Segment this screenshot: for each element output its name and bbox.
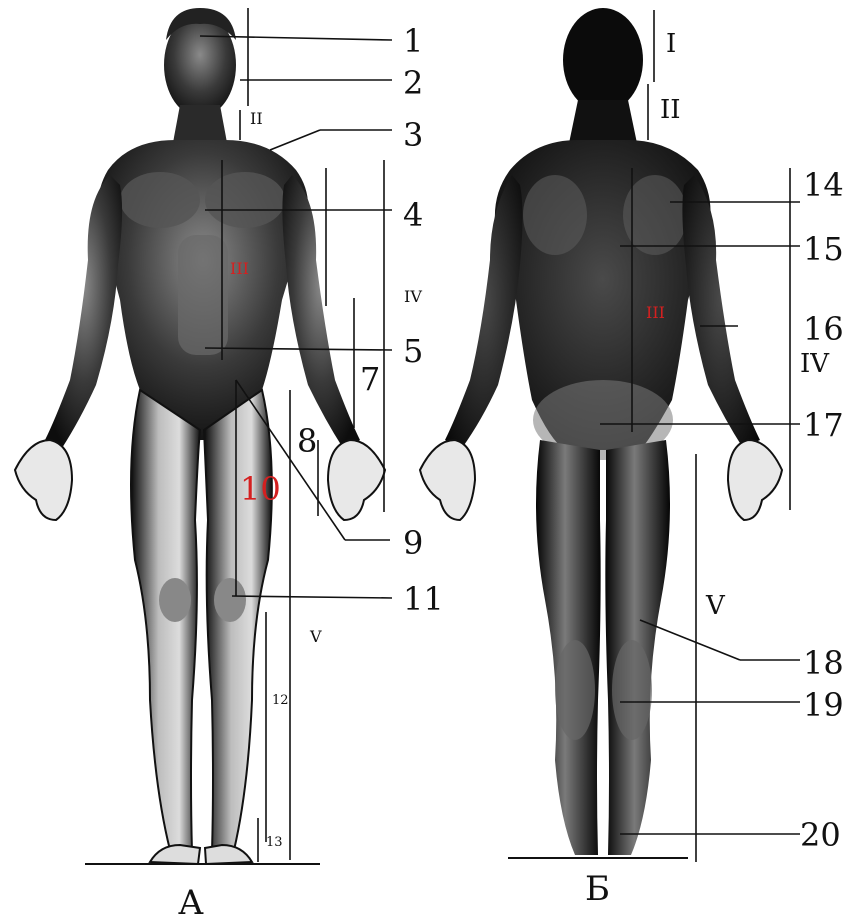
label-9: 9 xyxy=(403,524,423,562)
label-11: 11 xyxy=(403,580,444,618)
label-20: 20 xyxy=(800,816,841,854)
label-front-III: III xyxy=(230,259,249,278)
label-back-I: I xyxy=(666,29,676,59)
label-17: 17 xyxy=(803,406,844,444)
label-19: 19 xyxy=(803,686,844,724)
label-14: 14 xyxy=(803,166,844,204)
label-13: 13 xyxy=(266,835,283,850)
front-left-knee xyxy=(159,578,191,622)
label-2: 2 xyxy=(403,64,423,102)
front-right-knee xyxy=(214,578,246,622)
back-scapula-left xyxy=(523,175,587,255)
label-3: 3 xyxy=(403,116,423,154)
front-figure xyxy=(15,8,385,864)
view-label-back: Б xyxy=(585,869,610,909)
label-5: 5 xyxy=(403,332,423,370)
view-label-front: А xyxy=(178,883,204,923)
front-right-leg xyxy=(204,390,272,852)
back-right-calf xyxy=(612,640,652,740)
label-front-IV: IV xyxy=(404,287,422,306)
label-18: 18 xyxy=(803,644,844,682)
front-right-foot xyxy=(205,845,252,864)
label-10: 10 xyxy=(240,470,281,508)
back-head xyxy=(563,8,643,112)
back-right-arm xyxy=(682,175,760,448)
front-left-hand xyxy=(15,440,72,520)
front-left-foot xyxy=(150,845,200,864)
front-right-arm xyxy=(282,175,360,448)
front-left-arm xyxy=(45,175,122,448)
label-12: 12 xyxy=(272,693,289,708)
label-back-III: III xyxy=(646,303,665,322)
front-chest-right xyxy=(205,172,285,228)
back-left-calf xyxy=(555,640,595,740)
label-8: 8 xyxy=(297,422,317,460)
back-left-hand xyxy=(420,440,475,520)
label-4: 4 xyxy=(403,196,423,234)
front-right-hand xyxy=(328,440,385,520)
label-back-II: II xyxy=(660,95,681,125)
label-7: 7 xyxy=(360,360,380,398)
front-left-leg xyxy=(131,390,200,852)
front-abdomen xyxy=(178,235,228,355)
label-front-II: II xyxy=(250,109,263,128)
label-1: 1 xyxy=(403,22,423,60)
label-back-V: V xyxy=(705,591,726,621)
front-chest-left xyxy=(120,172,200,228)
back-figure xyxy=(420,8,782,858)
label-15: 15 xyxy=(803,230,844,268)
back-left-arm xyxy=(445,175,523,448)
back-right-hand xyxy=(728,440,782,520)
label-front-V: V xyxy=(309,627,322,646)
label-16: 16 xyxy=(803,310,844,348)
label-back-IV: IV xyxy=(800,349,830,379)
